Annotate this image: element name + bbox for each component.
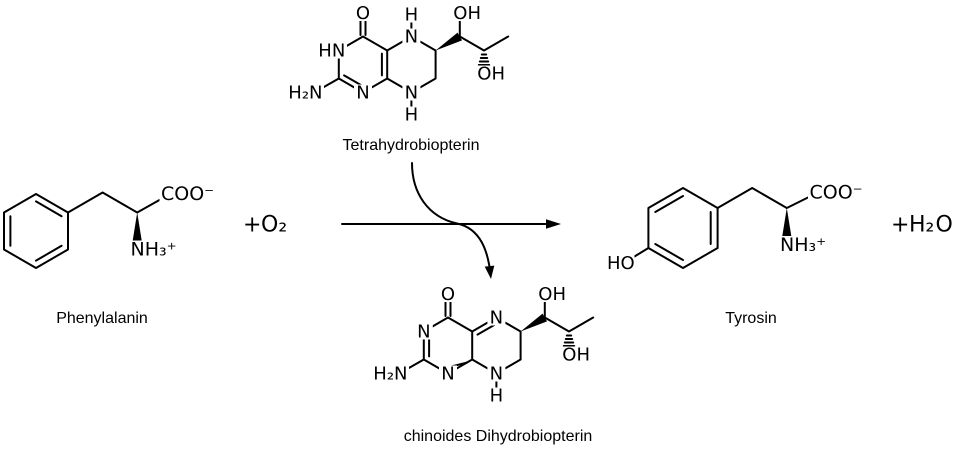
atom-label-n8: N — [405, 83, 418, 104]
double-bond-inner-lines — [9, 200, 63, 262]
cofactor-curved-arrow — [411, 162, 495, 279]
double-bond-inner-lines — [428, 294, 498, 369]
curved-arrowhead-icon — [484, 265, 495, 279]
molecule-quinoid-dihydrobiopterin: O N H₂N N N N H OH OH chinoides Dihydrob… — [371, 284, 595, 445]
atom-label-h2n: H₂N — [288, 83, 322, 104]
label-mask — [371, 365, 409, 382]
molecule-tyrosine: COO⁻ NH₃⁺ HO Tyrosin — [605, 182, 863, 327]
atom-label-oh-top: OH — [538, 284, 566, 305]
atom-label-n3: N — [417, 322, 430, 343]
atom-label-carbonyl-o: O — [356, 3, 370, 24]
label-mask — [475, 65, 505, 82]
side-chain-bonds — [67, 191, 164, 214]
label-mask — [354, 4, 372, 21]
caption-quinoid-dihydrobiopterin: chinoides Dihydrobiopterin — [404, 428, 593, 445]
atom-label-n8: N — [490, 364, 503, 385]
atom-label-n5: N — [490, 308, 503, 329]
atom-label-n8-h: H — [490, 386, 504, 407]
molecule-phenylalanine: COO⁻ NH₃⁺ Phenylalanin — [3, 183, 214, 327]
water-formula-red-o: O — [936, 213, 953, 238]
oxygen-formula: O₂ — [261, 213, 287, 238]
label-mask — [402, 84, 421, 101]
atom-label-oh-bottom: OH — [562, 345, 590, 366]
wedge-bond — [782, 208, 792, 236]
label-mask — [487, 387, 506, 404]
label-mask — [317, 42, 347, 59]
caption-tetrahydrobiopterin: Tetrahydrobiopterin — [343, 137, 480, 154]
atom-label-h2n: H₂N — [373, 364, 407, 385]
atom-label-hn: HN — [318, 41, 345, 62]
label-mask — [487, 365, 506, 382]
atom-label-n5-h: H — [405, 5, 419, 26]
water-formula-black: H₂ — [909, 213, 934, 238]
label-mask — [439, 365, 457, 382]
oxygen-reagent: + O₂ — [243, 213, 287, 238]
label-mask — [414, 323, 433, 340]
label-mask — [402, 106, 421, 123]
plus-sign: + — [891, 213, 909, 238]
label-mask — [536, 285, 566, 302]
wedge-bond — [520, 313, 548, 332]
label-mask — [286, 84, 324, 101]
benzene-ring — [3, 193, 69, 269]
caption-phenylalanine: Phenylalanin — [56, 310, 148, 327]
plus-sign: + — [243, 213, 261, 238]
caption-tyrosine: Tyrosin — [725, 310, 777, 327]
atom-label-n1: N — [441, 364, 454, 385]
water-reagent: + H₂ O — [891, 213, 953, 238]
label-mask — [439, 285, 457, 302]
benzene-ring — [647, 187, 719, 269]
side-chain-bonds — [627, 187, 811, 262]
atom-label-oh-bottom: OH — [477, 64, 505, 85]
arrowhead-icon — [546, 219, 561, 229]
label-mask — [605, 255, 635, 271]
ammonium-label: NH₃⁺ — [780, 234, 826, 256]
atom-label-n1: N — [356, 83, 369, 104]
main-reaction-arrow — [341, 219, 561, 229]
label-mask — [159, 186, 214, 202]
label-mask — [487, 309, 506, 326]
curved-arrow-path — [411, 162, 492, 275]
wedge-bond — [132, 212, 142, 241]
ammonium-label: NH₃⁺ — [131, 239, 177, 261]
label-mask — [402, 6, 421, 23]
atom-label-carbonyl-o: O — [441, 284, 455, 305]
carboxylate-label: COO⁻ — [810, 182, 863, 204]
label-mask — [560, 346, 590, 363]
atom-label-n8-h: H — [405, 105, 419, 126]
double-bond-inner-lines — [654, 195, 712, 261]
molecule-tetrahydrobiopterin: O HN H₂N N N H N H OH OH Tetrahydrobiopt… — [286, 3, 510, 154]
hash-bond — [562, 334, 576, 347]
double-bond-inner-lines — [343, 13, 383, 88]
wedge-bond — [435, 32, 463, 51]
label-mask — [808, 184, 862, 201]
label-mask — [402, 28, 421, 45]
hash-bond — [477, 53, 491, 66]
label-mask — [354, 84, 372, 101]
label-mask — [451, 4, 481, 21]
hydroxyl-label: HO — [607, 253, 635, 274]
carboxylate-label: COO⁻ — [161, 183, 214, 205]
atom-label-n5: N — [405, 27, 418, 48]
atom-label-oh-top: OH — [453, 3, 481, 24]
